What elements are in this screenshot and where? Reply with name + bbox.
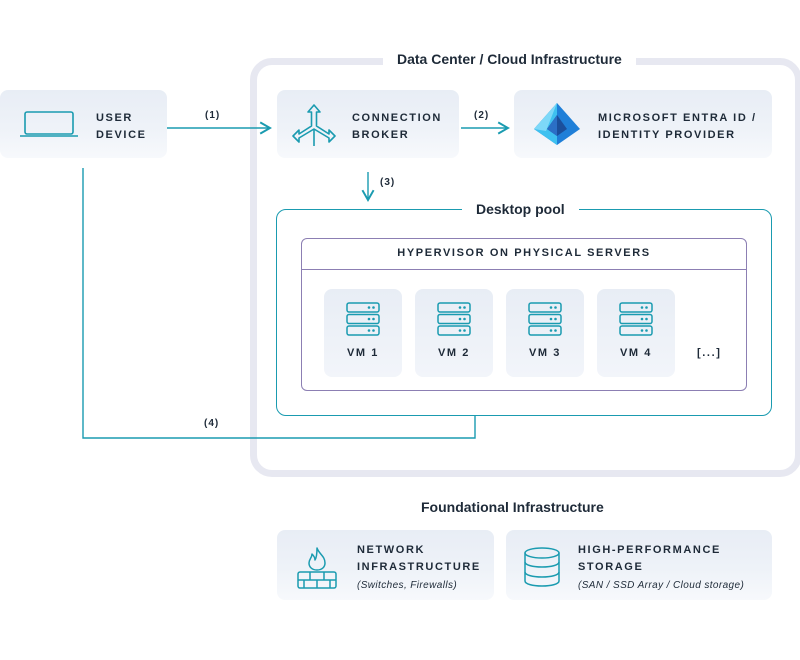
user-device-card: USER DEVICE <box>0 90 167 158</box>
server-icon <box>346 302 380 336</box>
connection-broker-card: CONNECTION BROKER <box>277 90 459 158</box>
step-4-label: (4) <box>204 418 220 429</box>
server-icon <box>619 302 653 336</box>
storage-sub: (SAN / SSD Array / Cloud storage) <box>578 580 745 591</box>
server-icon <box>437 302 471 336</box>
step-1-label: (1) <box>205 110 221 121</box>
network-infrastructure-label: NETWORK INFRASTRUCTURE <box>357 544 481 573</box>
step-2-label: (2) <box>474 110 490 121</box>
vm-label: VM 2 <box>437 347 471 359</box>
datacenter-title: Data Center / Cloud Infrastructure <box>383 51 636 67</box>
vm-label: VM 3 <box>528 347 562 359</box>
vm-more-label: [...] <box>697 347 722 359</box>
foundational-title: Foundational Infrastructure <box>421 499 604 515</box>
route-arrows-icon <box>292 104 336 146</box>
desktop-pool-title: Desktop pool <box>462 201 579 217</box>
storage-card: HIGH-PERFORMANCE STORAGE (SAN / SSD Arra… <box>506 530 772 600</box>
identity-provider-label: MICROSOFT ENTRA ID / IDENTITY PROVIDER <box>598 112 757 141</box>
firewall-icon <box>297 547 337 589</box>
vm-label: VM 4 <box>619 347 653 359</box>
step-3-label: (3) <box>380 177 396 188</box>
network-infrastructure-card: NETWORK INFRASTRUCTURE (Switches, Firewa… <box>277 530 494 600</box>
hypervisor-title: HYPERVISOR ON PHYSICAL SERVERS <box>397 247 651 259</box>
hypervisor-box <box>301 238 747 391</box>
vm-card: VM 3 <box>506 289 584 377</box>
server-icon <box>528 302 562 336</box>
vm-card: VM 2 <box>415 289 493 377</box>
vm-card: VM 4 <box>597 289 675 377</box>
line-4 <box>82 168 476 439</box>
network-infrastructure-sub: (Switches, Firewalls) <box>357 580 458 591</box>
entra-id-logo-icon <box>534 103 580 145</box>
connection-broker-label: CONNECTION BROKER <box>352 112 442 141</box>
vm-card: VM 1 <box>324 289 402 377</box>
storage-label: HIGH-PERFORMANCE STORAGE <box>578 544 721 573</box>
laptop-icon <box>20 111 78 137</box>
database-icon <box>524 547 560 587</box>
identity-provider-card: MICROSOFT ENTRA ID / IDENTITY PROVIDER <box>514 90 772 158</box>
vm-label: VM 1 <box>346 347 380 359</box>
hypervisor-divider <box>302 269 746 270</box>
user-device-label: USER DEVICE <box>96 112 147 141</box>
